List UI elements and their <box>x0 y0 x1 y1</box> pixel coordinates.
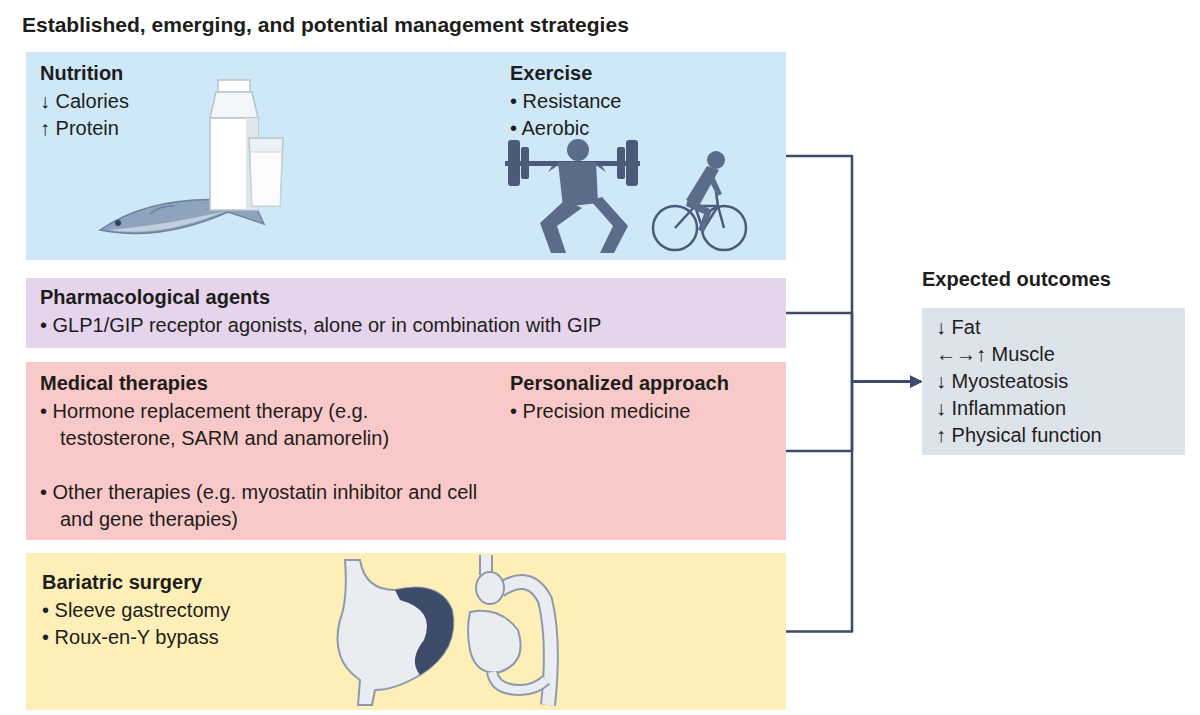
band-item: • Roux-en-Y bypass <box>42 624 219 651</box>
band-item: • Hormone replacement therapy (e.g. test… <box>40 398 408 452</box>
merge-connector <box>786 382 921 452</box>
outcome-heading: Expected outcomes <box>922 266 1111 293</box>
merge-connector <box>786 382 921 632</box>
outcome-box: Expected outcomes↓ Fat←→↑ Muscle↓ Myoste… <box>922 308 1185 455</box>
band-item: • GLP1/GIP receptor agonists, alone or i… <box>40 312 601 339</box>
merge-connector <box>786 156 921 382</box>
merge-connector <box>786 313 921 382</box>
band-heading: Exercise <box>510 60 592 87</box>
band-heading: Pharmacological agents <box>40 284 270 311</box>
band-heading: Bariatric surgery <box>42 569 202 596</box>
outcome-item: ←→↑ Muscle <box>936 341 1055 368</box>
outcome-item: ↓ Myosteatosis <box>936 368 1068 395</box>
band-heading: Personalized approach <box>510 370 729 397</box>
strategy-band: Pharmacological agents• GLP1/GIP recepto… <box>26 278 786 348</box>
band-item: • Precision medicine <box>510 398 690 425</box>
band-item: • Other therapies (e.g. myostatin inhibi… <box>40 479 492 533</box>
band-heading: Medical therapies <box>40 370 208 397</box>
strategy-band: Bariatric surgery• Sleeve gastrectomy• R… <box>26 553 786 710</box>
strategy-band: Nutrition↓ Calories↑ Protein Exercise• Re… <box>26 52 786 260</box>
band-item: • Sleeve gastrectomy <box>42 597 230 624</box>
strategy-band: Medical therapies• Hormone replacement t… <box>26 362 786 540</box>
band-item: ↑ Protein <box>40 115 119 142</box>
outcome-item: ↓ Fat <box>936 314 980 341</box>
band-heading: Nutrition <box>40 60 123 87</box>
outcome-item: ↓ Inflammation <box>936 395 1066 422</box>
band-item: • Resistance <box>510 88 622 115</box>
band-item: • Aerobic <box>510 115 589 142</box>
outcome-item: ↑ Physical function <box>936 422 1102 449</box>
diagram-title: Established, emerging, and potential man… <box>22 12 629 38</box>
band-item: ↓ Calories <box>40 88 129 115</box>
